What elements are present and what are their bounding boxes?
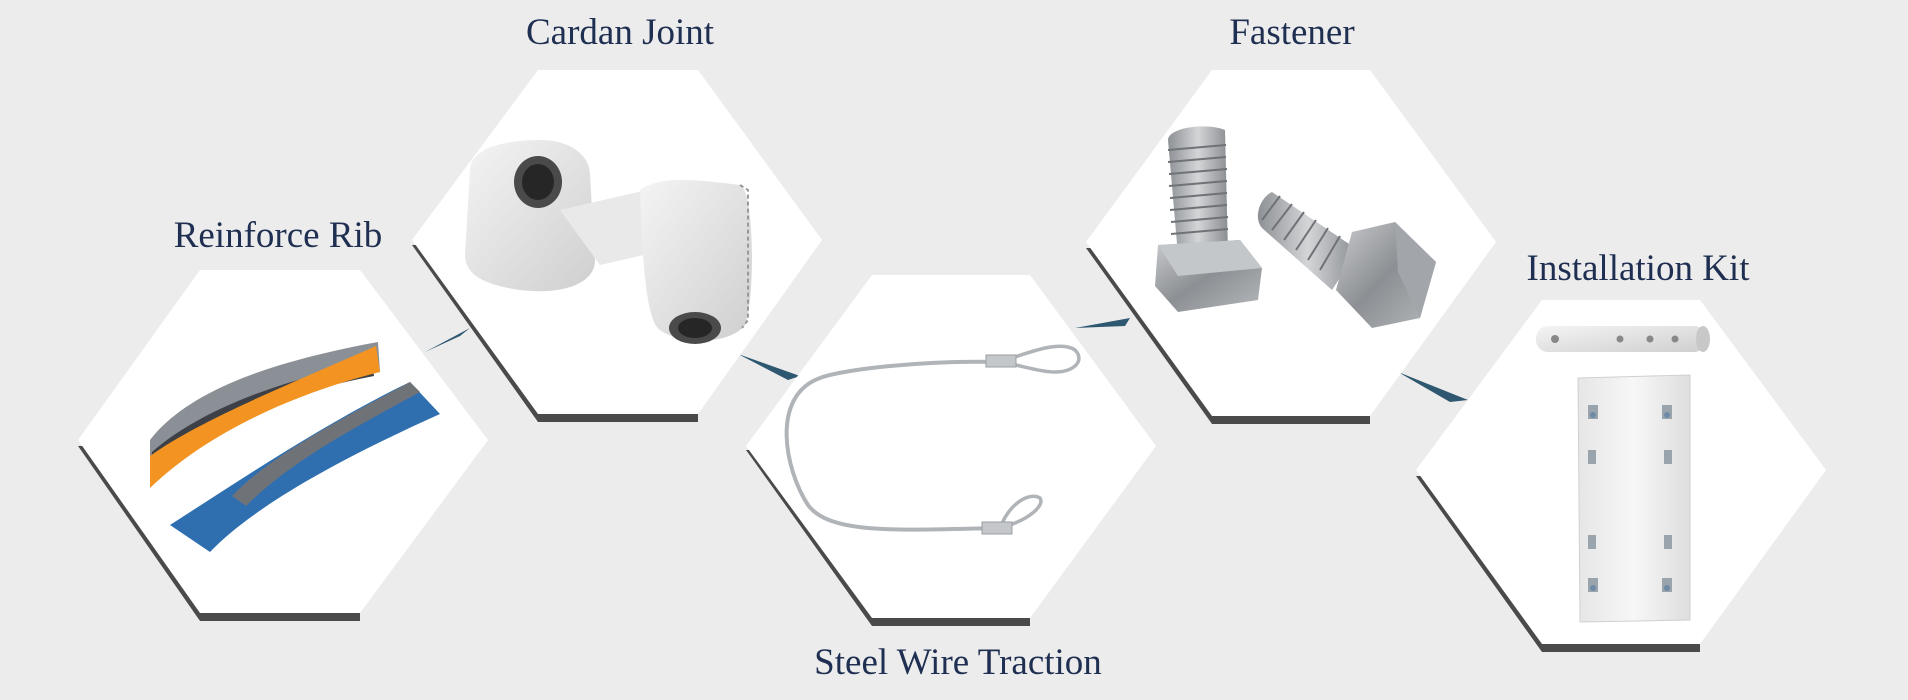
- hexagon-fastener: Fastener: [1086, 12, 1496, 424]
- reinforce-rib-icon: [150, 342, 440, 552]
- hexagon-steel-wire-traction: Steel Wire Traction: [746, 275, 1156, 683]
- hexagon-tile: [746, 275, 1156, 618]
- label-reinforce-rib: Reinforce Rib: [174, 215, 383, 256]
- installation-kit-icon: [1536, 326, 1710, 623]
- label-steel-wire-traction: Steel Wire Traction: [814, 642, 1102, 683]
- hexagon-tile: [78, 270, 488, 613]
- label-fastener: Fastener: [1229, 12, 1354, 53]
- label-cardan-joint: Cardan Joint: [526, 12, 715, 53]
- connector-rib-cardan: [425, 328, 470, 352]
- connector-cardan-wire: [738, 354, 800, 380]
- connector-fastener-kit: [1398, 372, 1468, 402]
- hexagon-cardan-joint: Cardan Joint: [412, 12, 822, 422]
- steel-wire-icon: [784, 344, 1081, 535]
- hexagon-reinforce-rib: Reinforce Rib: [78, 215, 488, 621]
- cardan-joint-icon: [465, 140, 752, 344]
- connectors: [425, 318, 1468, 402]
- bolt-icon: [1155, 126, 1436, 328]
- label-installation-kit: Installation Kit: [1527, 248, 1751, 289]
- connector-wire-fastener: [1075, 318, 1130, 328]
- hexagon-installation-kit: Installation Kit: [1416, 248, 1826, 652]
